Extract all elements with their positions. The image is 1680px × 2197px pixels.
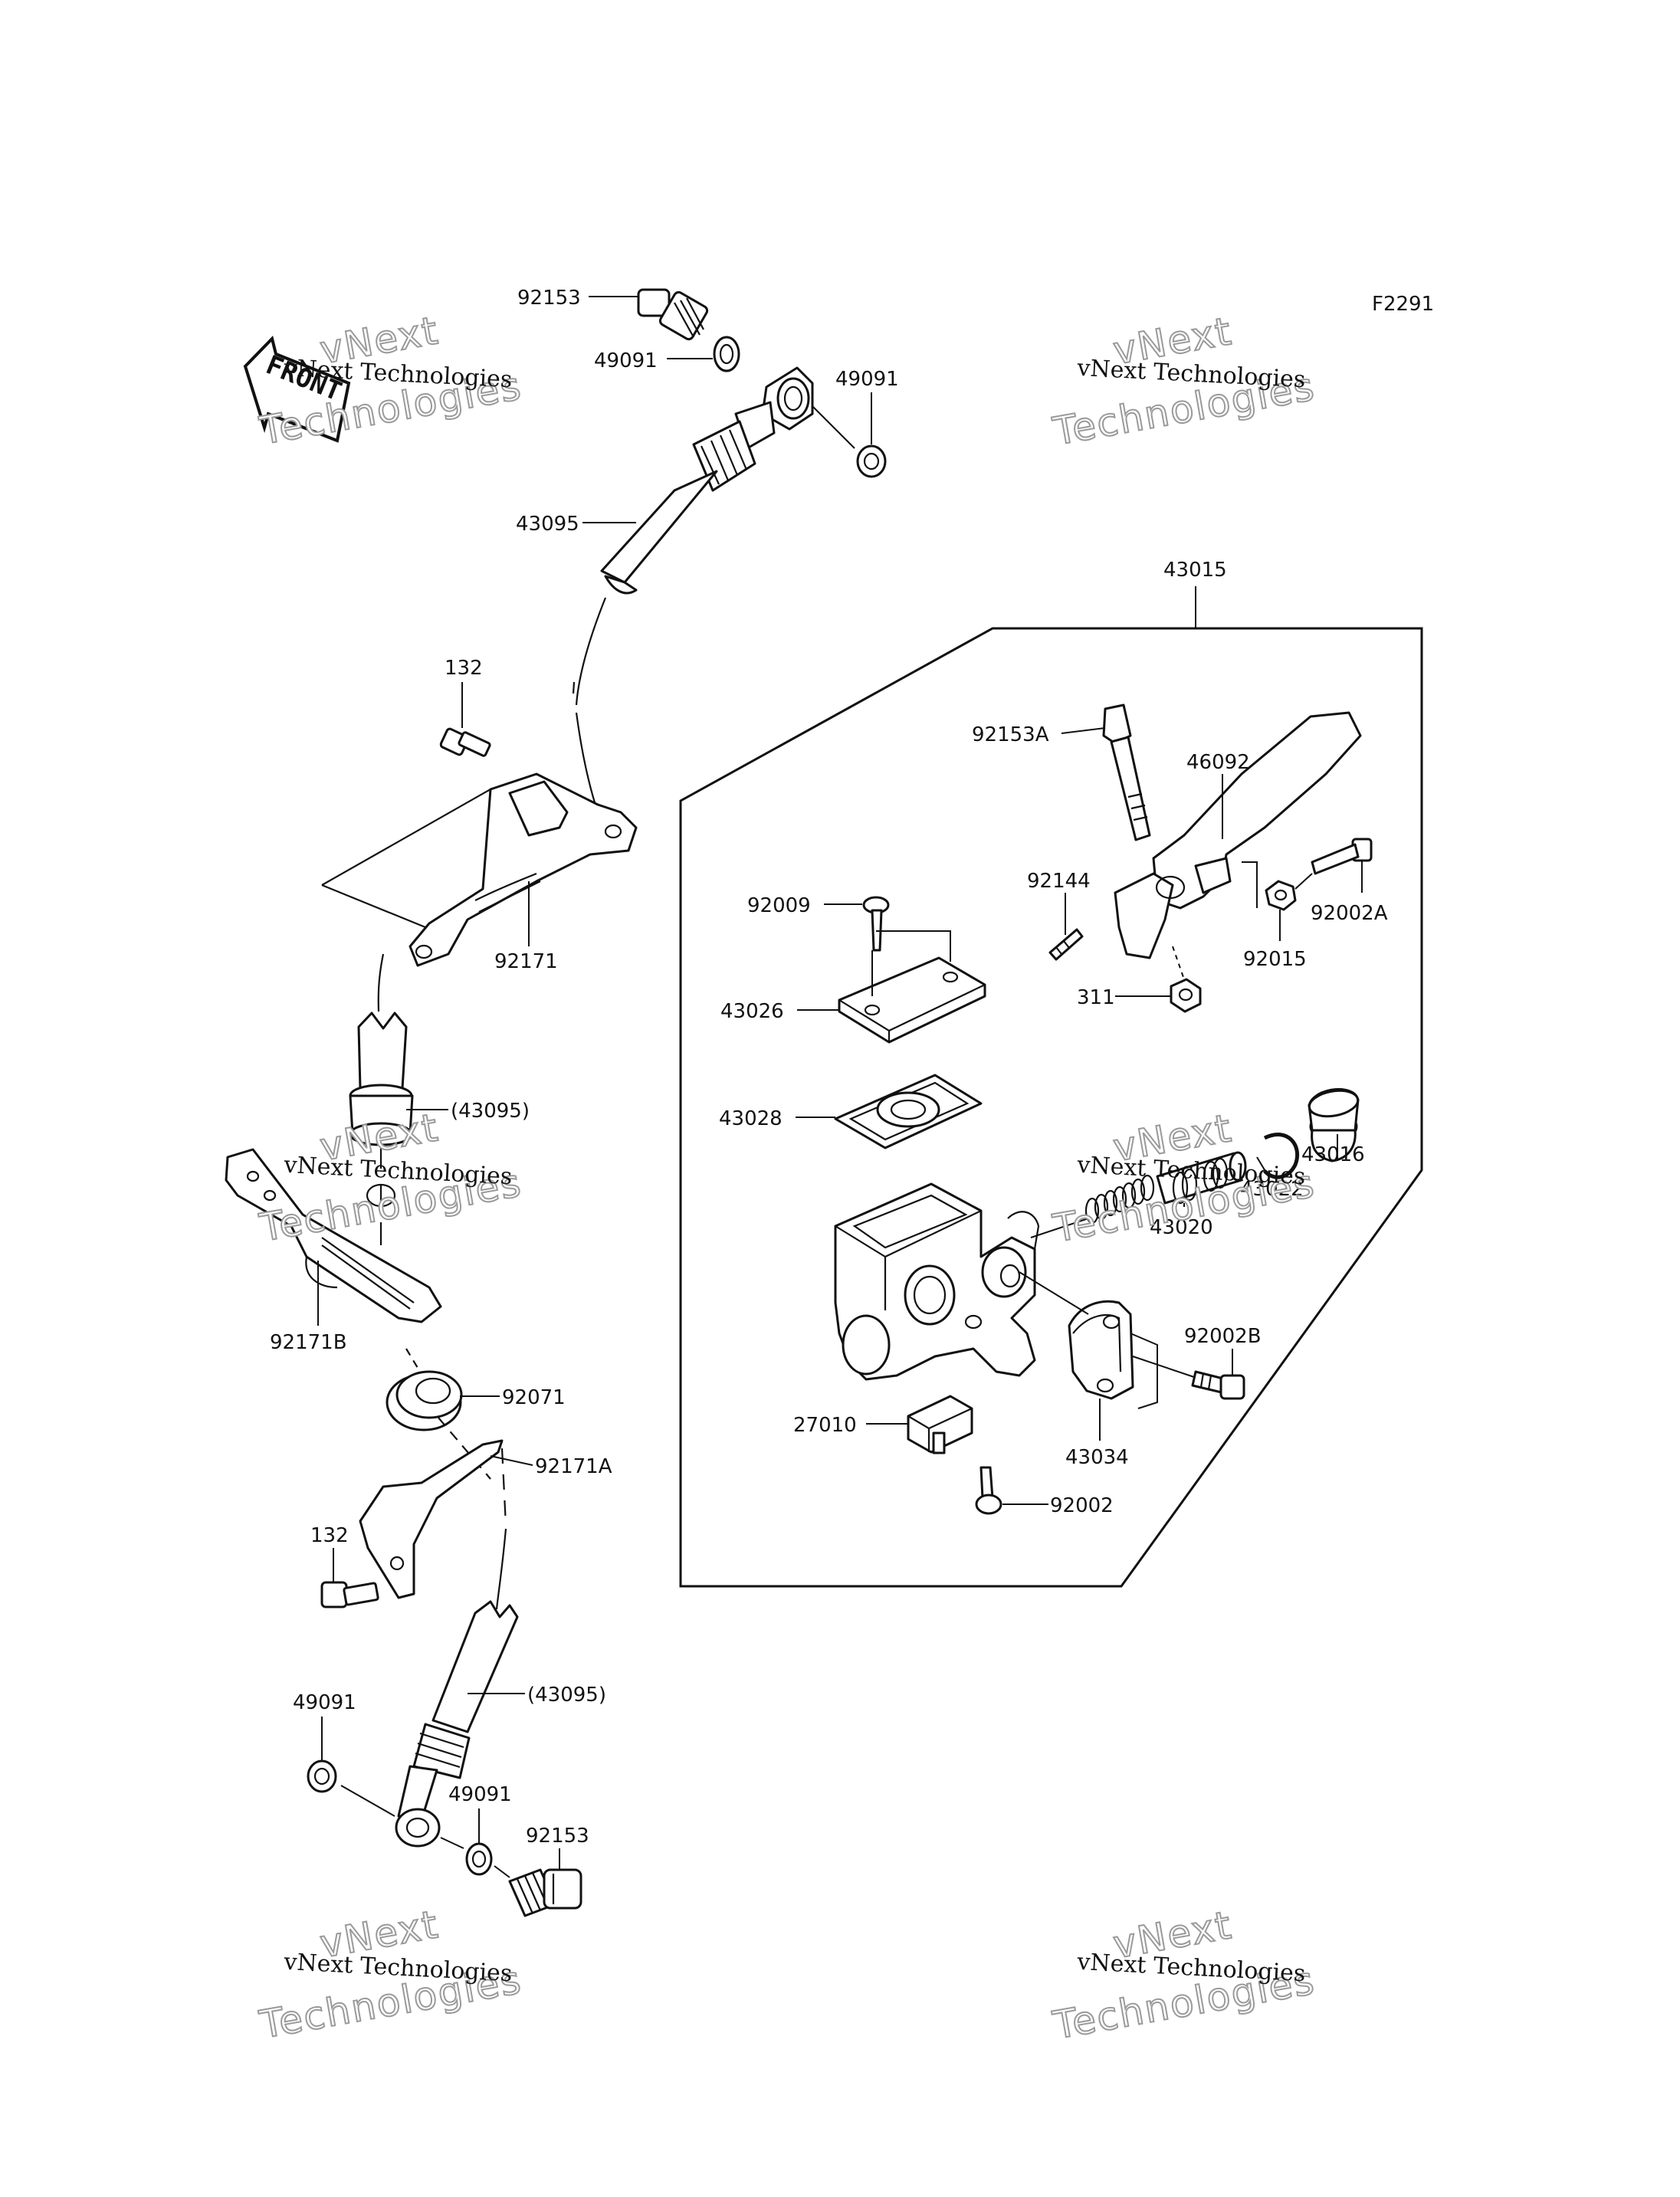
- callout-92153-bottom: 92153: [526, 1825, 589, 1848]
- callout-43028: 43028: [719, 1107, 783, 1130]
- callout-92002: 92002: [1050, 1494, 1114, 1517]
- master-cylinder-body: [834, 1182, 1040, 1381]
- brake-hose-43095-top: [572, 420, 756, 813]
- callout-43016: 43016: [1301, 1143, 1365, 1166]
- bracket-92171: [321, 772, 638, 967]
- callout-43022: 43022: [1240, 1178, 1304, 1201]
- callout-92009: 92009: [747, 894, 811, 917]
- boot-43016: [1308, 1087, 1360, 1162]
- screw-92009: [862, 896, 890, 952]
- callout-92153A: 92153A: [972, 723, 1049, 746]
- callout-43095-bottom: (43095): [527, 1684, 606, 1707]
- nut-92015: [1265, 880, 1297, 911]
- callout-92002A: 92002A: [1311, 902, 1388, 925]
- pin-92144: [1048, 928, 1084, 961]
- callout-92015: 92015: [1243, 948, 1307, 971]
- diagram-code: F2291: [1372, 293, 1434, 316]
- piston-43022: [1156, 1151, 1247, 1205]
- bolt-132-top: [439, 727, 491, 757]
- callout-43034: 43034: [1065, 1446, 1129, 1469]
- callout-49091-d: 49091: [448, 1783, 512, 1806]
- brake-hose-43095-mid: [349, 953, 414, 1264]
- hose-banjo-fitting-top: [734, 366, 814, 450]
- master-cylinder-kit-boundary: [679, 627, 1423, 1588]
- washer-49091-d: [465, 1842, 493, 1876]
- screw-92002: [975, 1466, 1002, 1515]
- banjo-bolt-bottom: [508, 1868, 582, 1917]
- reservoir-cap-43026: [838, 930, 986, 1044]
- callout-92171B: 92171B: [270, 1331, 347, 1354]
- circlip: [1263, 1132, 1300, 1179]
- bolt-132-bottom: [320, 1581, 379, 1608]
- spring-43020: [1084, 1174, 1155, 1225]
- callout-92171A: 92171A: [535, 1455, 612, 1478]
- callout-311: 311: [1077, 986, 1115, 1009]
- callout-132-top: 132: [445, 657, 483, 680]
- holder-clamp-43034: [1019, 1271, 1158, 1409]
- callout-43015: 43015: [1163, 559, 1227, 582]
- callout-43026: 43026: [720, 1000, 784, 1023]
- callout-43095-top: 43095: [516, 513, 579, 536]
- brake-lever-46092: [1114, 711, 1362, 959]
- banjo-bolt-top: [637, 288, 709, 341]
- hose-banjo-fitting-bottom: [395, 1808, 441, 1848]
- callout-46092: 46092: [1186, 751, 1250, 774]
- washer-49091-a: [713, 336, 740, 372]
- washer-49091-c: [307, 1759, 337, 1793]
- callout-49091-a: 49091: [594, 349, 658, 372]
- callout-92071: 92071: [502, 1386, 566, 1409]
- callout-92144: 92144: [1027, 870, 1091, 893]
- callout-43095-mid: (43095): [451, 1100, 530, 1123]
- callout-92153-top: 92153: [517, 287, 581, 310]
- clip-92171B: [225, 1148, 442, 1323]
- diaphragm-43028: [834, 1074, 983, 1149]
- bolt-92002B: [1191, 1370, 1245, 1400]
- brake-hose-43095-bottom: [397, 1528, 519, 1822]
- grommet-92071: [386, 1348, 491, 1480]
- brake-switch-27010: [907, 1395, 973, 1454]
- bolt-92153A: [1102, 703, 1151, 841]
- washer-49091-b: [856, 444, 887, 478]
- callout-92002B: 92002B: [1184, 1325, 1262, 1348]
- callout-49091-b: 49091: [835, 368, 899, 391]
- callout-43020: 43020: [1150, 1216, 1213, 1239]
- nut-311: [1170, 978, 1202, 1013]
- callout-92171: 92171: [494, 950, 558, 973]
- callout-27010: 27010: [793, 1414, 857, 1437]
- callout-132-bottom: 132: [310, 1524, 349, 1547]
- clamp-92171A: [359, 1439, 507, 1599]
- callout-49091-c: 49091: [293, 1691, 356, 1714]
